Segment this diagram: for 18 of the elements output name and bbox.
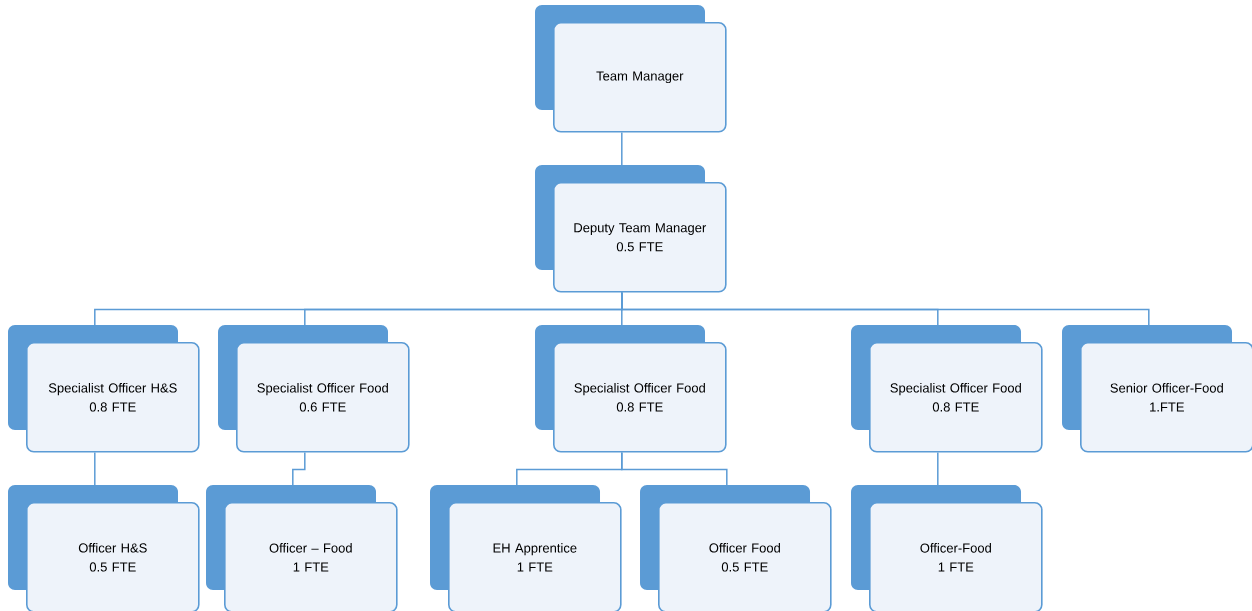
org-box: Officer-Food 1 FTE <box>851 485 1043 611</box>
connector-line <box>621 291 1150 326</box>
org-box: Specialist Officer Food 0.8 FTE <box>535 325 727 453</box>
org-box: Team Manager <box>535 5 727 133</box>
connector-line <box>94 451 96 486</box>
org-box: Senior Officer-Food 1.FTE <box>1062 325 1252 453</box>
org-box: Specialist Officer Food 0.8 FTE <box>851 325 1043 453</box>
org-box: Officer – Food 1 FTE <box>206 485 398 611</box>
org-box: Specialist Officer H&S 0.8 FTE <box>8 325 200 453</box>
connector-line <box>292 451 306 486</box>
org-box: Deputy Team Manager 0.5 FTE <box>535 165 727 293</box>
org-box: Officer Food 0.5 FTE <box>640 485 832 611</box>
org-box: Specialist Officer Food 0.6 FTE <box>218 325 410 453</box>
connector-line <box>621 131 623 166</box>
connector-line <box>937 451 939 486</box>
connector-line <box>621 451 728 486</box>
org-box: EH Apprentice 1 FTE <box>430 485 622 611</box>
org-box: Officer H&S 0.5 FTE <box>8 485 200 611</box>
